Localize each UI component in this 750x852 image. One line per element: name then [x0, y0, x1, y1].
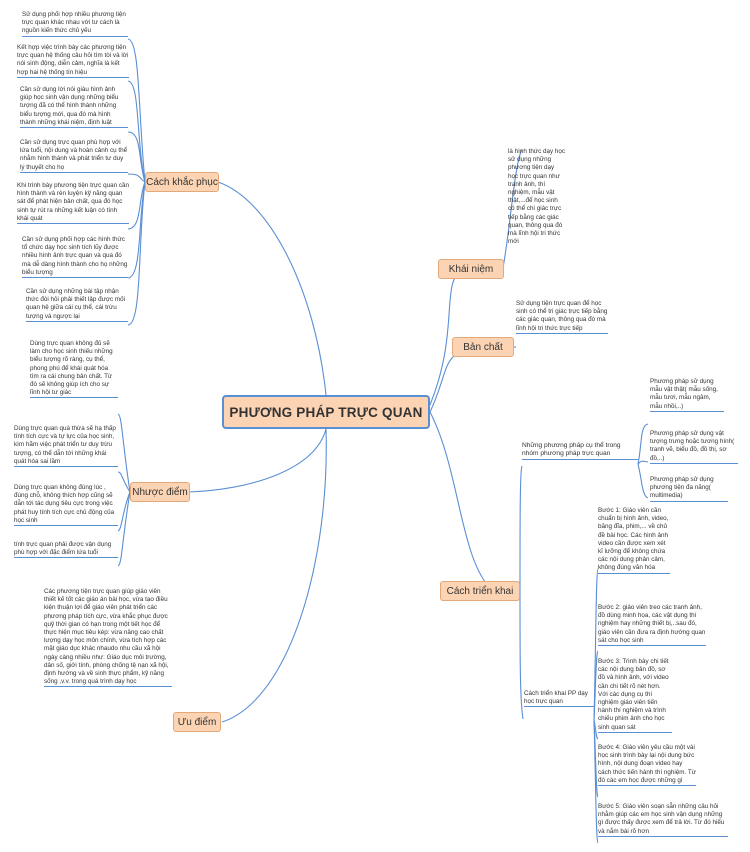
phuong-phap-2: Phương pháp sử dụng vật tượng trưng hoặc…: [650, 430, 738, 464]
nhuoc-diem-item-4: tính trực quan phải được vận dụng phù hợ…: [14, 541, 118, 559]
branch-uu-diem[interactable]: Ưu điểm: [173, 712, 221, 732]
ban-chat-text: Sử dụng tiện trực quan để học sinh có th…: [516, 300, 608, 334]
branch-nhuoc-diem[interactable]: Nhược điểm: [130, 482, 190, 502]
khac-phuc-item-3: Cần sử dụng lời nói giàu hình ảnh giúp h…: [20, 86, 128, 129]
khac-phuc-item-5: Khi trình bày phương tiện trực quan cần …: [17, 182, 129, 225]
buoc-5: Bước 5: Giáo viên soạn sẵn những câu hỏi…: [598, 803, 728, 837]
branch-khai-niem[interactable]: Khái niệm: [438, 259, 504, 279]
khac-phuc-item-6: Cần sử dụng phối hợp các hình thức tổ ch…: [22, 236, 128, 279]
central-topic[interactable]: PHƯƠNG PHÁP TRỰC QUAN: [222, 395, 430, 429]
buoc-4: Bước 4: Giáo viên yêu cầu một vài học si…: [598, 744, 696, 787]
nhuoc-diem-item-1: Dùng trực quan không đủ sẽ làm cho học s…: [30, 340, 118, 399]
uu-diem-text: Các phương tiện trực quan giúp giáo viên…: [44, 588, 172, 688]
buoc-3: Bước 3: Trình bày chi tiết các nội dung …: [598, 658, 672, 733]
phuong-phap-3: Phương pháp sử dụng phương tiện đa năng(…: [650, 476, 728, 502]
khac-phuc-item-2: Kết hợp việc trình bày các phương tiện t…: [17, 44, 129, 78]
buoc-1: Bước 1: Giáo viên cần chuẩn bị hình ảnh,…: [598, 507, 670, 574]
nhuoc-diem-item-3: Dùng trực quan không đúng lúc , đúng chỗ…: [14, 484, 118, 527]
trien-khai-sub-cach: Cách triển khai PP dạy học trực quan: [524, 690, 594, 708]
nhuoc-diem-item-2: Dùng trực quan quá thừa sẽ hạ thấp tính …: [14, 425, 118, 468]
branch-cach-trien-khai[interactable]: Cách triển khai: [440, 581, 520, 601]
khac-phuc-item-7: Cần sử dụng những bài tập nhận thức đòi …: [26, 288, 128, 322]
buoc-2: Bước 2: giáo viên treo các tranh ảnh, đồ…: [598, 604, 706, 647]
branch-ban-chat[interactable]: Bản chất: [452, 337, 514, 357]
phuong-phap-1: Phương pháp sử dụng mẫu vật thật( mẫu số…: [650, 378, 724, 412]
branch-cach-khac-phuc[interactable]: Cách khắc phục: [145, 172, 219, 192]
khac-phuc-item-1: Sử dụng phối hợp nhiều phương tiện trực …: [22, 11, 128, 37]
khac-phuc-item-4: Cần sử dụng trực quan phù hợp với lứa tu…: [20, 139, 128, 173]
trien-khai-sub-phuong-phap: Những phương pháp cụ thể trong nhóm phươ…: [522, 442, 638, 460]
khai-niem-text: là hình thức dạy học sử dụng những phươn…: [508, 148, 566, 246]
